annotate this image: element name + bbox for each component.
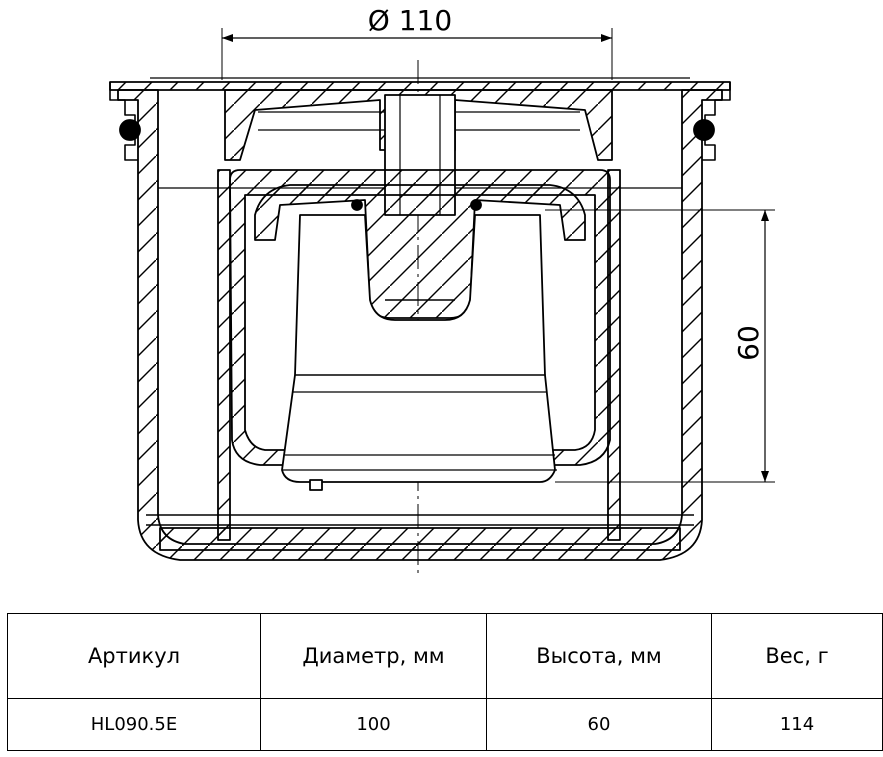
cell-diameter: 100 [260,698,487,751]
spec-table: Артикул Диаметр, мм Высота, мм Вес, г HL… [7,613,883,751]
top-flange [109,81,731,91]
height-label: 60 [732,325,765,361]
right-seal-ring [693,119,715,141]
table-header-row: Артикул Диаметр, мм Высота, мм Вес, г [7,613,883,699]
diameter-label: Ø 110 [368,4,452,37]
inner-float [281,214,556,483]
left-seal-ring [119,119,141,141]
header-article: Артикул [7,613,261,699]
cell-article: HL090.5E [7,698,261,751]
cell-height: 60 [486,698,712,751]
header-height: Высота, мм [486,613,712,699]
header-weight: Вес, г [711,613,883,699]
table-row: HL090.5E 100 60 114 [7,698,883,751]
insert-left-wall [217,169,231,541]
cross-section-drawing: Ø 110 60 [109,4,775,575]
header-diameter: Диаметр, мм [260,613,487,699]
bottom-plate [159,527,681,551]
inner-cup [229,169,611,466]
cell-weight: 114 [711,698,883,751]
